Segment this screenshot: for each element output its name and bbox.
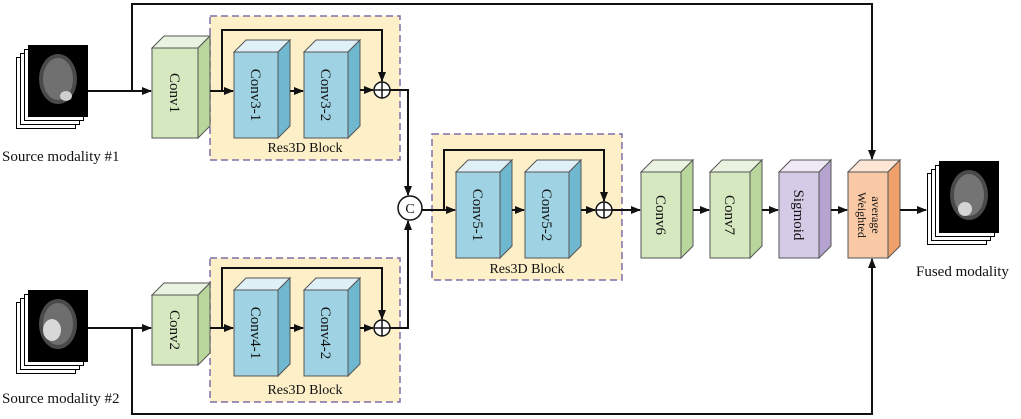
conv5-1-label: Conv5-1 <box>469 189 485 242</box>
sigmoid-layer: Sigmoid <box>777 158 833 260</box>
conv2-label: Conv2 <box>166 310 182 350</box>
output-label: Fused modality <box>916 264 1009 280</box>
res3d-block-mid-label: Res3D Block <box>489 262 564 277</box>
add-op-bottom <box>373 319 391 337</box>
conv3-2-label: Conv3-2 <box>317 69 333 122</box>
sigmoid-label: Sigmoid <box>790 190 806 241</box>
source2-image-stack <box>16 290 88 374</box>
weighted-label-line2: average <box>869 196 883 233</box>
weighted-label-line1: Weighted <box>855 192 869 238</box>
add-op-top <box>373 81 391 99</box>
conv4-1-label: Conv4-1 <box>247 307 263 360</box>
conv2-layer: Conv2 <box>150 281 212 367</box>
fused-image-stack <box>927 161 999 245</box>
conv3-1-label: Conv3-1 <box>247 69 263 122</box>
conv3-2-layer: Conv3-2 <box>302 38 362 140</box>
concat-op: C <box>397 195 423 221</box>
weighted-average-layer: Weighted average <box>846 158 902 260</box>
add-op-mid <box>595 201 613 219</box>
conv6-layer: Conv6 <box>639 158 695 260</box>
conv5-2-label: Conv5-2 <box>538 189 554 242</box>
res3d-block-bottom-label: Res3D Block <box>267 383 342 398</box>
res3d-block-top-label: Res3D Block <box>267 141 342 156</box>
conv3-1-layer: Conv3-1 <box>232 38 292 140</box>
flow-connectors <box>88 3 927 415</box>
source1-image-stack <box>16 45 88 129</box>
source1-label: Source modality #1 <box>2 149 119 165</box>
conv4-1-layer: Conv4-1 <box>232 276 292 378</box>
conv5-1-layer: Conv5-1 <box>454 158 514 260</box>
conv1-label: Conv1 <box>166 73 182 113</box>
conv5-2-layer: Conv5-2 <box>523 158 583 260</box>
conv4-2-label: Conv4-2 <box>317 307 333 360</box>
conv7-layer: Conv7 <box>708 158 764 260</box>
concat-symbol: C <box>405 202 414 217</box>
conv7-label: Conv7 <box>721 195 737 236</box>
source2-label: Source modality #2 <box>2 391 119 407</box>
conv4-2-layer: Conv4-2 <box>302 276 362 378</box>
conv6-label: Conv6 <box>652 195 668 236</box>
conv1-layer: Conv1 <box>150 34 212 140</box>
